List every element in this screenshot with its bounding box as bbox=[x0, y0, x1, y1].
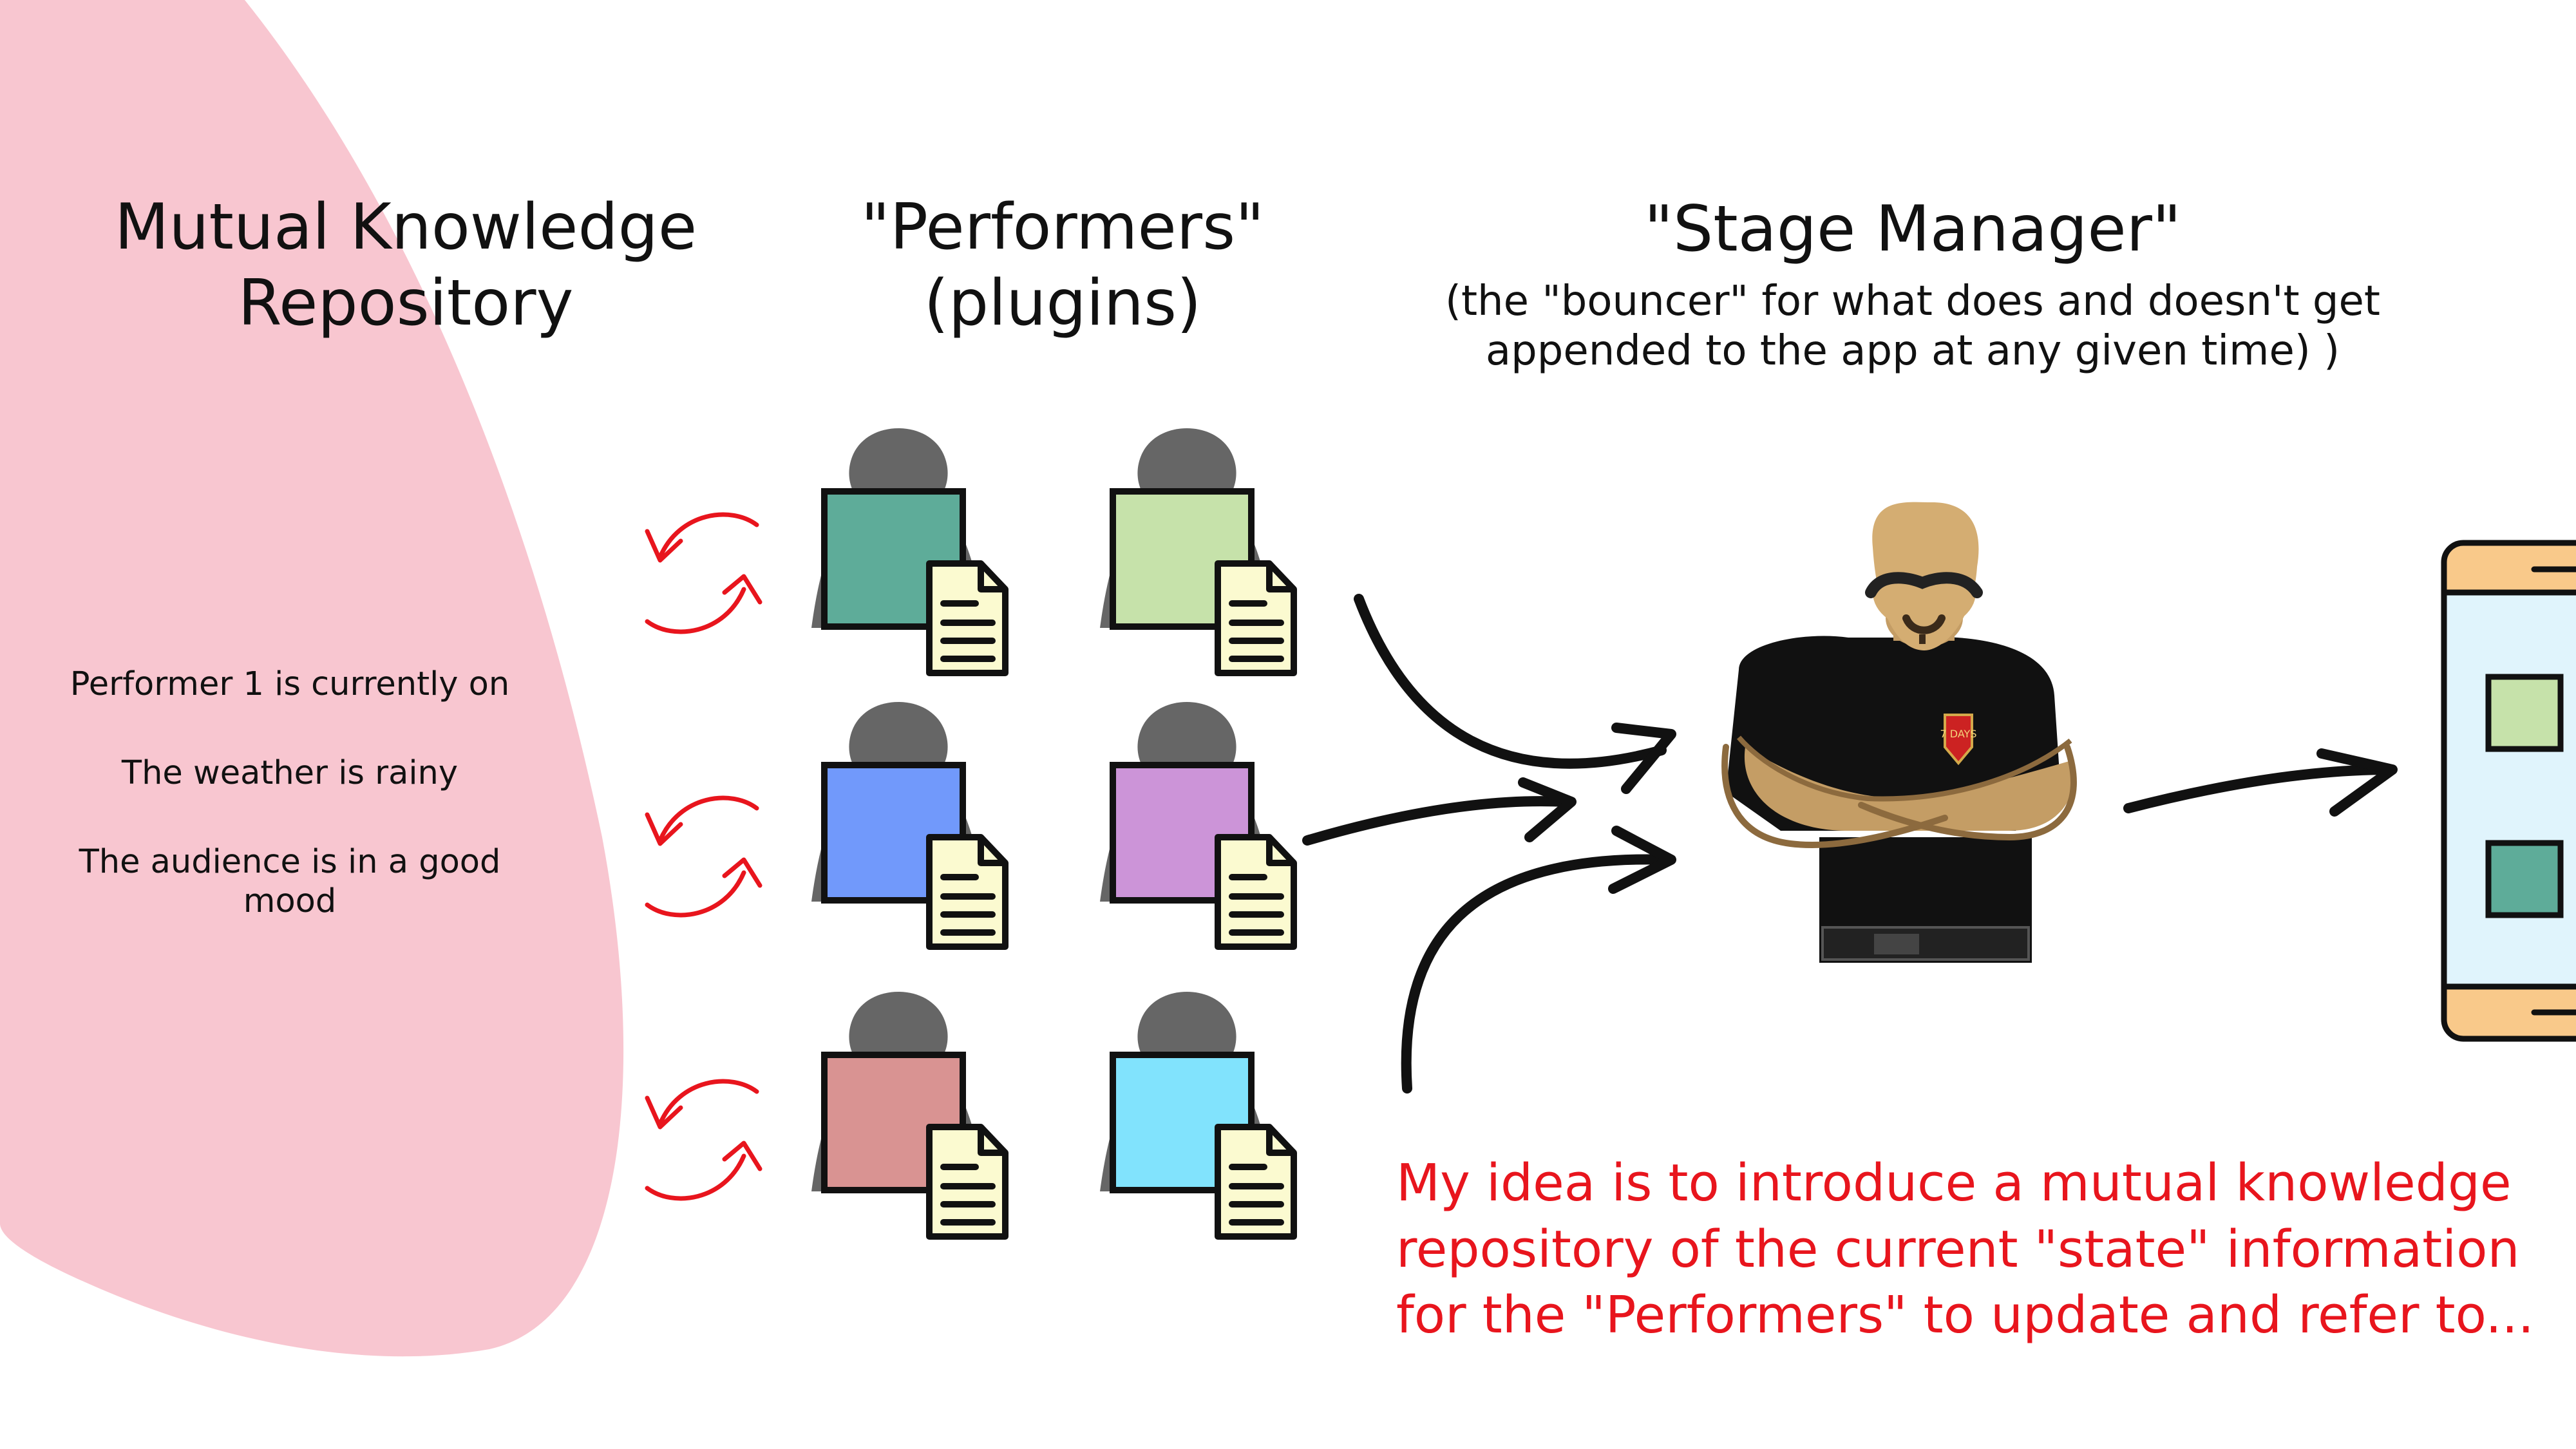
flow-arrow bbox=[1401, 854, 1673, 1094]
repository-fact: The audience is in a good mood bbox=[79, 843, 501, 921]
performer-screen bbox=[1110, 1052, 1255, 1193]
flow-arrow-head bbox=[1611, 723, 1676, 794]
repository-fact: The weather is rainy bbox=[121, 754, 459, 792]
performer-2 bbox=[1100, 428, 1294, 673]
performer-1 bbox=[811, 428, 1005, 673]
app-item bbox=[2485, 840, 2564, 918]
document-icon bbox=[929, 564, 1005, 673]
performer-screen bbox=[1110, 762, 1255, 904]
stage-manager-title: "Stage Manager" bbox=[1643, 193, 2182, 266]
phone-app bbox=[2441, 540, 2576, 1042]
idea-note: My idea is to introduce a mutual knowled… bbox=[1396, 1153, 2534, 1345]
flow-arrow-head bbox=[2316, 748, 2398, 817]
performer-6 bbox=[1100, 992, 1294, 1236]
repository-fact: Performer 1 is currently on bbox=[70, 665, 510, 703]
app-item bbox=[2485, 674, 2564, 752]
flow-arrow bbox=[1354, 594, 1667, 769]
flow-arrow-head bbox=[1608, 826, 1676, 894]
repository-title: Mutual Knowledge Repository bbox=[114, 191, 697, 340]
performer-5 bbox=[811, 992, 1005, 1236]
performers-title: "Performers" (plugins) bbox=[860, 191, 1265, 340]
refresh-cycle-icon bbox=[647, 1081, 760, 1198]
bouncer-figure: 7 DAYS bbox=[1721, 502, 2077, 963]
document-icon bbox=[929, 837, 1005, 947]
flow-arrow bbox=[2123, 764, 2394, 813]
document-icon bbox=[1218, 564, 1294, 673]
repository-blob bbox=[0, 0, 624, 1357]
refresh-cycle-icon bbox=[647, 798, 760, 915]
performer-3 bbox=[811, 702, 1005, 947]
badge-label: 7 DAYS bbox=[1940, 728, 1977, 740]
document-icon bbox=[1218, 837, 1294, 947]
flow-arrow-head bbox=[1518, 777, 1577, 842]
performer-4 bbox=[1100, 702, 1294, 947]
flow-arrow bbox=[1302, 796, 1570, 846]
stage-manager-subtitle: (the "bouncer" for what does and doesn't… bbox=[1444, 278, 2381, 375]
document-icon bbox=[929, 1127, 1005, 1236]
document-icon bbox=[1218, 1127, 1294, 1236]
refresh-cycle-icon bbox=[647, 515, 760, 632]
